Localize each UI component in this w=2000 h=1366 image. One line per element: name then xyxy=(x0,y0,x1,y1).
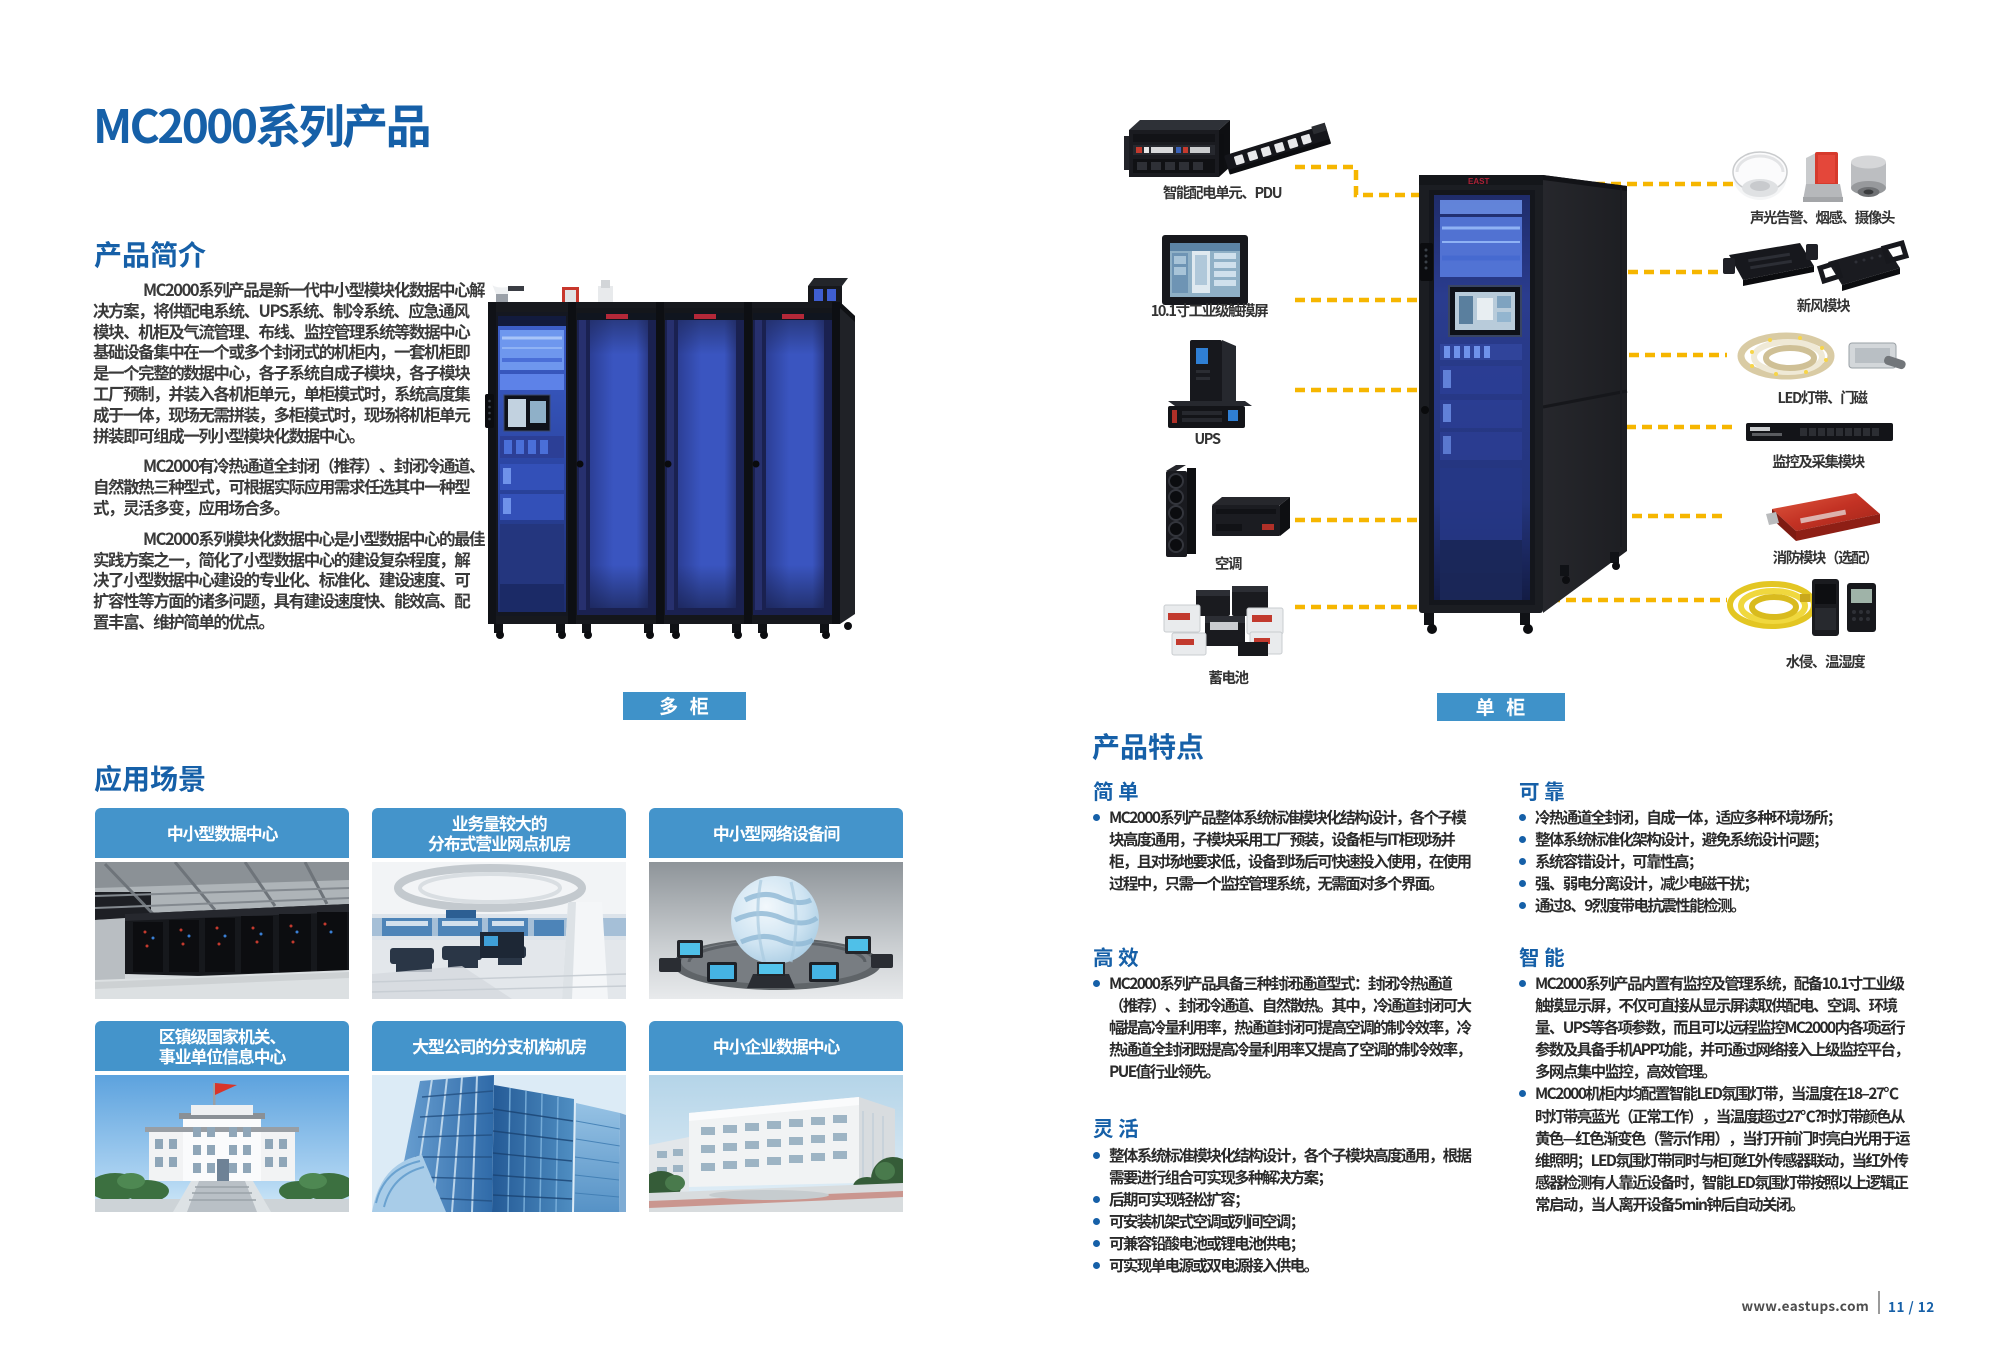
svg-text:EAST: EAST xyxy=(1468,177,1489,186)
